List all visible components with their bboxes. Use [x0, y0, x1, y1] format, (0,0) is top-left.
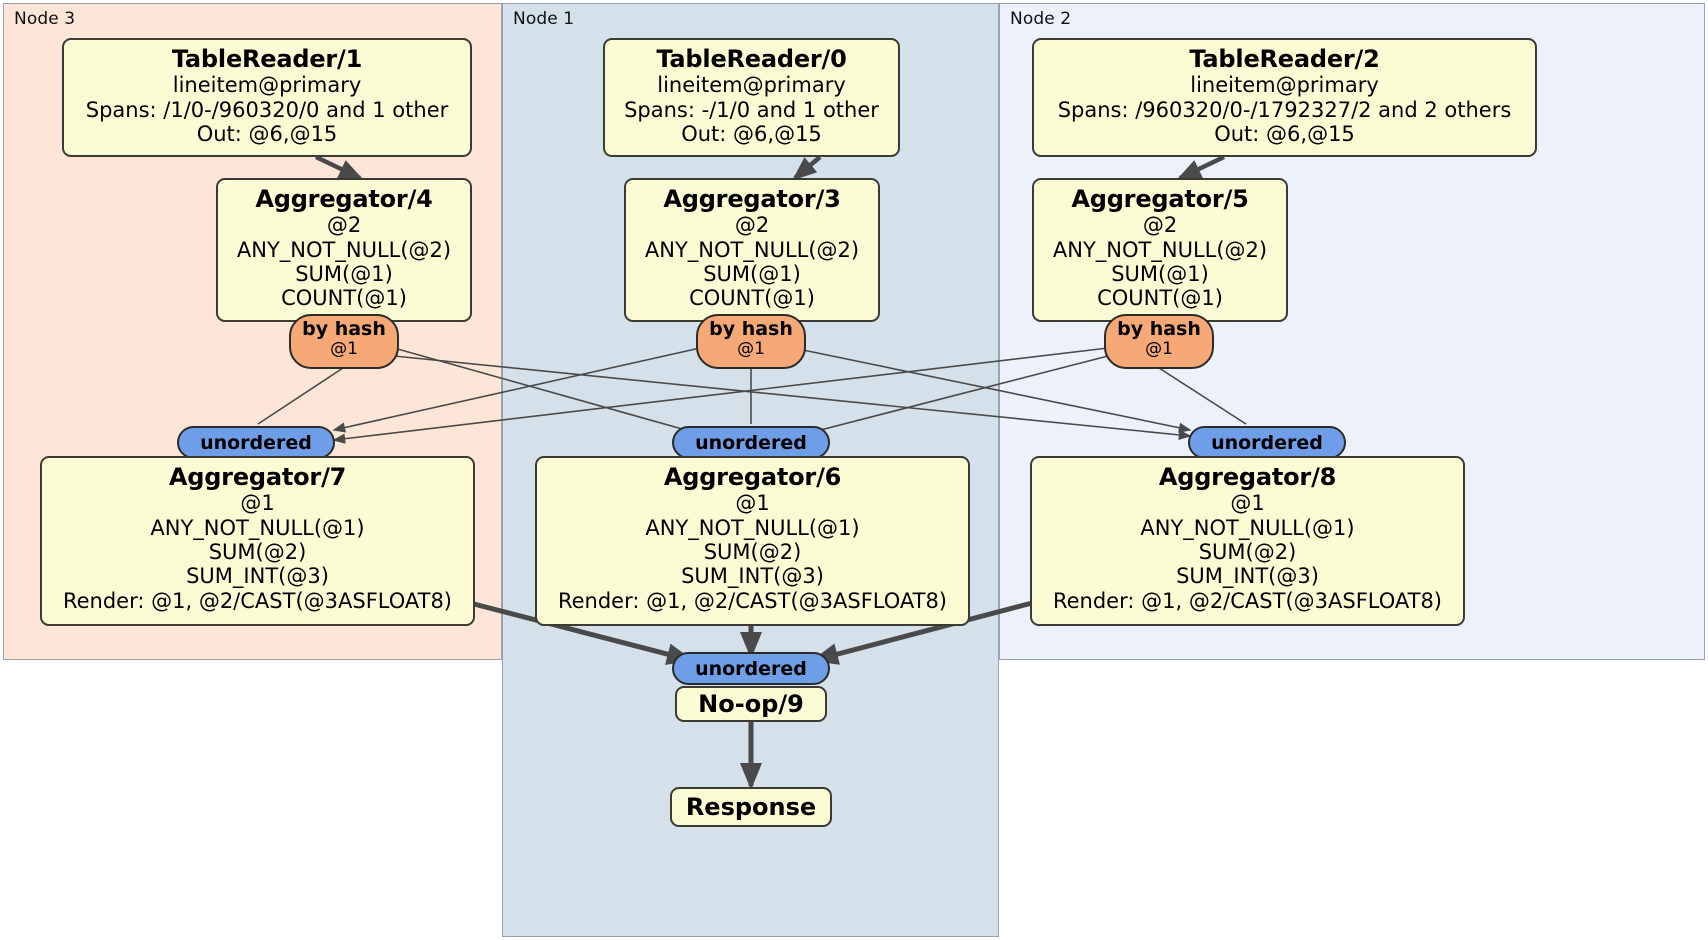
processor-aggregator4[interactable]: Aggregator/4 @2 ANY_NOT_NULL(@2) SUM(@1)…: [216, 178, 472, 322]
processor-detail-line: SUM(@2): [703, 540, 802, 565]
processor-detail-line: @1: [735, 491, 770, 516]
router-label: by hash: [1117, 318, 1201, 340]
processor-detail-line: COUNT(@1): [281, 286, 407, 311]
processor-detail-line: Spans: /960320/0-/1792327/2 and 2 others: [1057, 97, 1512, 122]
processor-aggregator7[interactable]: Aggregator/7 @1 ANY_NOT_NULL(@1) SUM(@2)…: [40, 456, 475, 626]
router-by-hash-aggregator3[interactable]: by hash @1: [696, 314, 806, 369]
processor-detail-line: Spans: -/1/0 and 1 other: [624, 97, 879, 122]
processor-detail-line: SUM_INT(@3): [186, 564, 329, 589]
processor-detail-line: Out: @6,@15: [196, 122, 338, 147]
processor-response[interactable]: Response: [670, 787, 832, 827]
processor-title: TableReader/2: [1189, 45, 1380, 73]
synchronizer-label: unordered: [200, 432, 312, 454]
processor-detail-line: SUM(@2): [208, 540, 307, 565]
processor-detail-line: ANY_NOT_NULL(@2): [644, 237, 860, 262]
processor-title: Response: [685, 793, 817, 821]
processor-aggregator3[interactable]: Aggregator/3 @2 ANY_NOT_NULL(@2) SUM(@1)…: [624, 178, 880, 322]
processor-detail-line: @1: [240, 491, 275, 516]
processor-aggregator8[interactable]: Aggregator/8 @1 ANY_NOT_NULL(@1) SUM(@2)…: [1030, 456, 1465, 626]
processor-detail-line: SUM(@1): [295, 262, 393, 287]
processor-detail-line: ANY_NOT_NULL(@1): [1140, 515, 1355, 540]
synchronizer-label: unordered: [695, 432, 807, 454]
router-label: by hash: [709, 318, 793, 340]
processor-detail-line: Render: @1, @2/CAST(@3ASFLOAT8): [1052, 588, 1443, 613]
router-column: @1: [1145, 338, 1173, 359]
router-label: by hash: [302, 318, 386, 340]
processor-aggregator6[interactable]: Aggregator/6 @1 ANY_NOT_NULL(@1) SUM(@2)…: [535, 456, 970, 626]
synchronizer-unordered-aggregator6[interactable]: unordered: [672, 426, 830, 459]
edge-hash4-sync7: [257, 367, 344, 425]
processor-title: Aggregator/7: [168, 463, 347, 491]
processor-detail-line: lineitem@primary: [1190, 73, 1379, 98]
processor-title: Aggregator/3: [663, 185, 841, 213]
edge-tr0-agg3: [792, 155, 822, 181]
processor-title: Aggregator/8: [1158, 463, 1337, 491]
node-label-node3: Node 3: [14, 9, 76, 29]
processor-detail-line: @2: [1142, 213, 1178, 238]
edge-hash5-sync7: [332, 347, 1109, 444]
edge-hash5-sync8: [1158, 367, 1247, 425]
router-column: @1: [330, 338, 358, 359]
edge-agg7-syncfinal: [469, 600, 694, 665]
synchronizer-unordered-aggregator8[interactable]: unordered: [1188, 426, 1346, 459]
processor-title: Aggregator/5: [1071, 185, 1249, 213]
edge-tr1-agg4: [315, 154, 364, 181]
processor-detail-line: Render: @1, @2/CAST(@3ASFLOAT8): [62, 588, 453, 613]
processor-title: Aggregator/6: [663, 463, 842, 491]
processor-detail-line: SUM_INT(@3): [1176, 564, 1319, 589]
edge-tr2-agg5: [1176, 154, 1225, 181]
processor-noop9[interactable]: No-op/9: [675, 686, 827, 722]
edge-hash5-sync6: [803, 355, 1109, 437]
edge-hash3-sync7: [332, 347, 701, 433]
synchronizer-unordered-final[interactable]: unordered: [672, 652, 830, 685]
processor-title: No-op/9: [698, 690, 804, 718]
processor-detail-line: ANY_NOT_NULL(@2): [236, 237, 452, 262]
processor-tablereader2[interactable]: TableReader/2 lineitem@primary Spans: /9…: [1032, 38, 1537, 157]
processor-detail-line: @2: [326, 213, 362, 238]
processor-tablereader0[interactable]: TableReader/0 lineitem@primary Spans: -/…: [603, 38, 900, 157]
processor-detail-line: @1: [1230, 491, 1265, 516]
processor-detail-line: lineitem@primary: [172, 73, 362, 98]
edge-hash4-sync8: [393, 355, 1192, 440]
processor-detail-line: SUM(@1): [703, 262, 801, 287]
node-label-node1: Node 1: [513, 9, 575, 29]
processor-detail-line: COUNT(@1): [1097, 286, 1223, 311]
synchronizer-label: unordered: [1211, 432, 1323, 454]
processor-detail-line: ANY_NOT_NULL(@2): [1052, 237, 1268, 262]
router-by-hash-aggregator5[interactable]: by hash @1: [1104, 314, 1214, 369]
processor-detail-line: ANY_NOT_NULL(@1): [150, 515, 365, 540]
processor-detail-line: Render: @1, @2/CAST(@3ASFLOAT8): [557, 588, 948, 613]
processor-detail-line: COUNT(@1): [689, 286, 815, 311]
synchronizer-unordered-aggregator7[interactable]: unordered: [177, 426, 335, 459]
edge-hash4-sync6: [393, 347, 702, 436]
processor-detail-line: SUM(@2): [1198, 540, 1297, 565]
processor-detail-line: @2: [734, 213, 770, 238]
router-by-hash-aggregator4[interactable]: by hash @1: [289, 314, 399, 369]
edge-hash3-sync8: [802, 349, 1192, 433]
processor-detail-line: SUM(@1): [1111, 262, 1209, 287]
router-column: @1: [737, 338, 765, 359]
processor-title: TableReader/1: [171, 45, 363, 73]
processor-detail-line: Spans: /1/0-/960320/0 and 1 other: [85, 97, 449, 122]
processor-aggregator5[interactable]: Aggregator/5 @2 ANY_NOT_NULL(@2) SUM(@1)…: [1032, 178, 1288, 322]
processor-detail-line: Out: @6,@15: [1214, 122, 1355, 147]
edge-agg8-syncfinal: [811, 600, 1033, 665]
processor-detail-line: Out: @6,@15: [681, 122, 822, 147]
processor-detail-line: lineitem@primary: [657, 73, 846, 98]
processor-detail-line: SUM_INT(@3): [681, 564, 824, 589]
processor-detail-line: ANY_NOT_NULL(@1): [645, 515, 860, 540]
processor-title: TableReader/0: [656, 45, 847, 73]
processor-tablereader1[interactable]: TableReader/1 lineitem@primary Spans: /1…: [62, 38, 472, 157]
synchronizer-label: unordered: [695, 658, 807, 680]
node-label-node2: Node 2: [1010, 9, 1072, 29]
processor-title: Aggregator/4: [255, 185, 433, 213]
